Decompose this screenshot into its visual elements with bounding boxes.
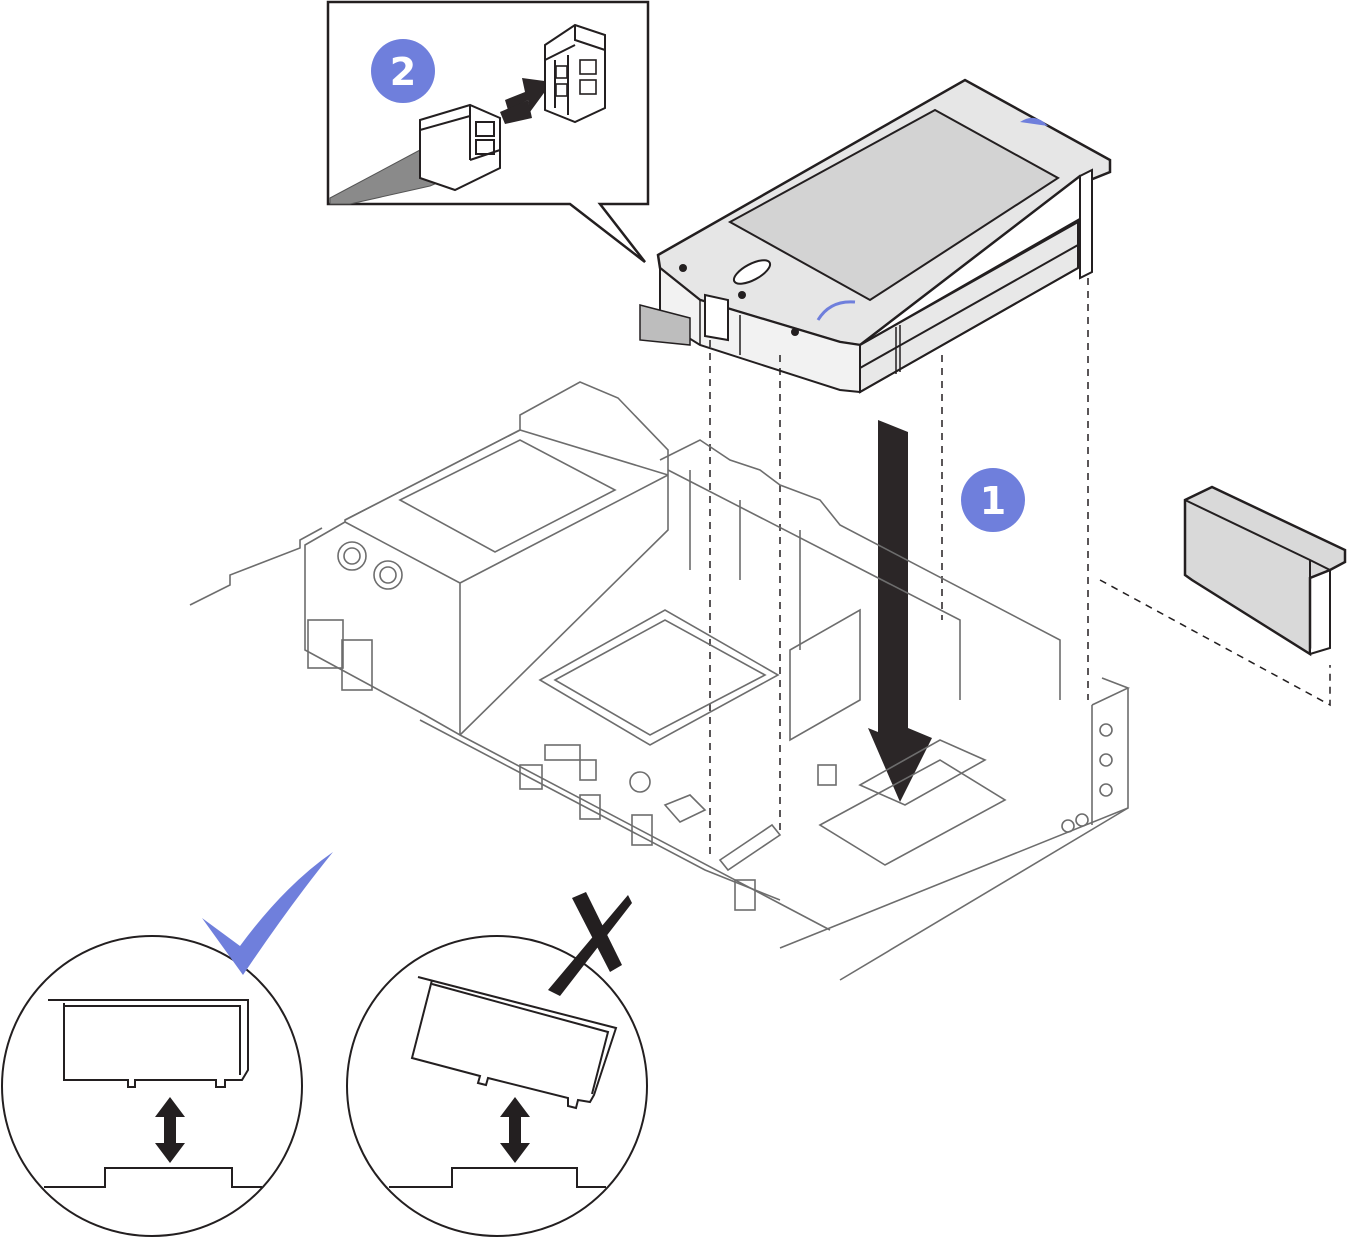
double-arrow-icon bbox=[155, 1097, 185, 1163]
alignment-guides bbox=[709, 278, 1331, 860]
incorrect-detail bbox=[346, 892, 648, 1237]
callout-inset: 2 bbox=[326, 0, 650, 263]
step-2-number: 2 bbox=[390, 50, 416, 94]
riser-cage bbox=[639, 78, 1112, 394]
server-chassis bbox=[189, 381, 1131, 981]
check-icon bbox=[202, 852, 333, 975]
step-2-badge: 2 bbox=[371, 39, 435, 103]
cable-connector bbox=[419, 103, 501, 192]
arrow-down-icon bbox=[868, 420, 932, 802]
step-1-number: 1 bbox=[980, 479, 1006, 523]
step-1-badge: 1 bbox=[961, 468, 1025, 532]
arrow-right-icon bbox=[500, 78, 552, 124]
cross-icon bbox=[548, 892, 632, 996]
double-arrow-icon bbox=[500, 1097, 530, 1163]
correct-detail bbox=[1, 852, 333, 1237]
board-connector bbox=[544, 23, 606, 124]
filler-blank bbox=[1183, 485, 1347, 657]
